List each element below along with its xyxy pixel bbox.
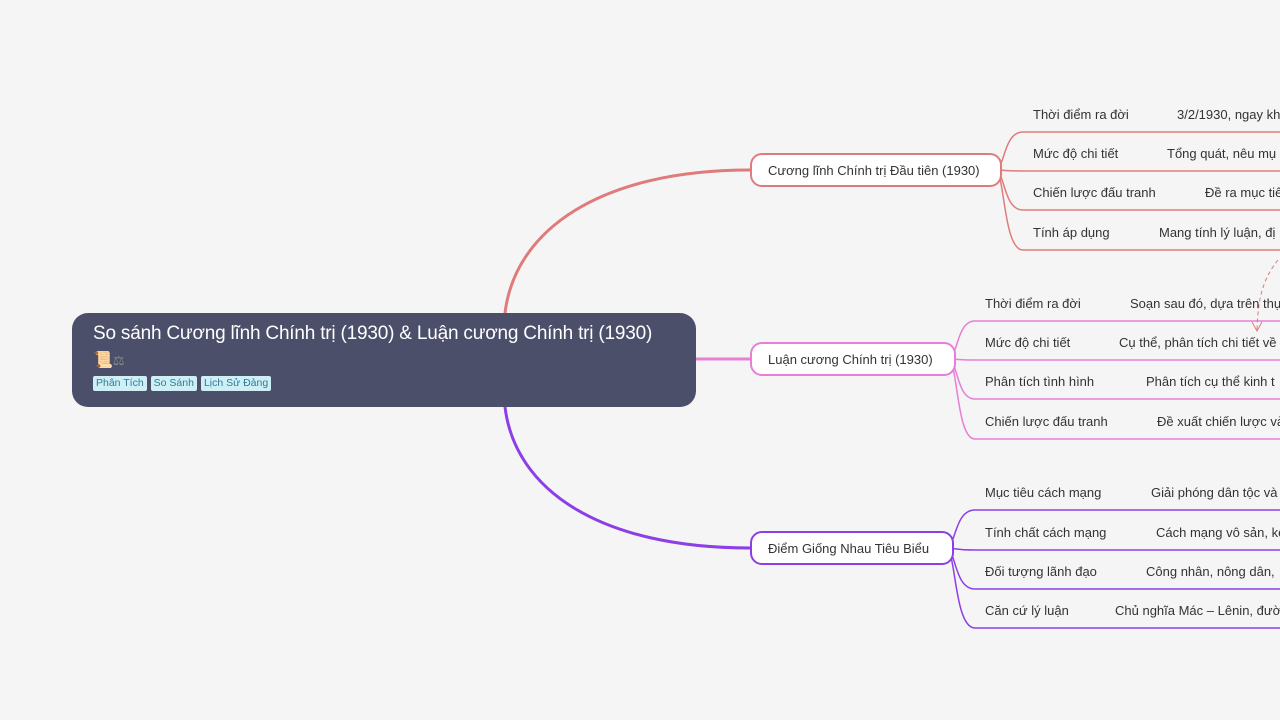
root-title: So sánh Cương lĩnh Chính trị (1930) & Lu… — [93, 323, 653, 344]
connector-leaf — [994, 169, 1280, 172]
leaf-label[interactable]: Căn cứ lý luận — [985, 603, 1069, 618]
scroll-icon: 📜 — [93, 352, 113, 369]
leaf-value[interactable]: 3/2/1930, ngay kh — [1177, 107, 1280, 122]
leaf-label[interactable]: Mục tiêu cách mạng — [985, 485, 1102, 500]
leaf-label[interactable]: Đối tượng lãnh đạo — [985, 564, 1097, 579]
connector-leaf — [947, 358, 1280, 361]
branch-label: Luận cương Chính trị (1930) — [768, 351, 933, 367]
scale-icon: ⚖ — [112, 353, 125, 368]
tag-phan-tich[interactable]: Phân Tích — [93, 376, 147, 391]
leaf-label[interactable]: Thời điểm ra đời — [985, 296, 1081, 311]
leaf-label[interactable]: Phân tích tình hình — [985, 374, 1095, 389]
leaf-value[interactable]: Mang tính lý luận, đị — [1159, 225, 1276, 240]
leaf-value[interactable]: Đề ra mục tiê — [1205, 185, 1280, 200]
tag-so-sanh[interactable]: So Sánh — [150, 376, 197, 391]
leaf-value[interactable]: Cách mạng vô sản, kế — [1156, 525, 1280, 540]
connector-root-branch-3 — [503, 406, 751, 550]
leaf-label[interactable]: Mức độ chi tiết — [985, 335, 1071, 350]
leaf-value[interactable]: Soạn sau đó, dựa trên thụ — [1130, 296, 1280, 311]
leaf-value[interactable]: Chủ nghĩa Mác – Lênin, đườ — [1115, 603, 1280, 618]
leaf-label[interactable]: Chiến lược đấu tranh — [1033, 185, 1156, 200]
leaf-label[interactable]: Tính chất cách mạng — [985, 525, 1107, 540]
branch-node-3[interactable]: Điểm Giống Nhau Tiêu Biểu — [750, 531, 954, 565]
leaf-value[interactable]: Cụ thể, phân tích chi tiết về — [1119, 335, 1277, 350]
tag-list: Phân Tích So Sánh Lịch Sử Đảng — [93, 376, 676, 391]
root-icons: 📜⚖ — [93, 350, 676, 372]
leaf-label[interactable]: Chiến lược đấu tranh — [985, 414, 1108, 429]
leaf-label[interactable]: Tính áp dụng — [1033, 225, 1110, 240]
root-topic[interactable]: So sánh Cương lĩnh Chính trị (1930) & Lu… — [72, 313, 696, 407]
connector-leaf — [945, 547, 1280, 551]
leaf-value[interactable]: Giải phóng dân tộc và — [1151, 485, 1278, 500]
relation-arrow-line — [1256, 259, 1279, 331]
tag-lich-su-dang[interactable]: Lịch Sử Đảng — [200, 376, 272, 391]
leaf-value[interactable]: Đề xuất chiến lược và — [1157, 414, 1280, 429]
leaf-value[interactable]: Tổng quát, nêu mụ — [1167, 146, 1277, 161]
leaf-value[interactable]: Phân tích cụ thể kinh t — [1146, 374, 1275, 389]
branch-label: Cương lĩnh Chính trị Đầu tiên (1930) — [768, 162, 980, 178]
leaf-label[interactable]: Thời điểm ra đời — [1033, 107, 1129, 122]
branch-node-1[interactable]: Cương lĩnh Chính trị Đầu tiên (1930) — [750, 153, 1002, 187]
relation-arrow-head — [1251, 321, 1263, 333]
connector-root-branch-1 — [503, 168, 751, 314]
branch-label: Điểm Giống Nhau Tiêu Biểu — [768, 540, 930, 556]
branch-node-2[interactable]: Luận cương Chính trị (1930) — [750, 342, 956, 376]
leaf-value[interactable]: Công nhân, nông dân, — [1146, 564, 1275, 579]
leaf-label[interactable]: Mức độ chi tiết — [1033, 146, 1119, 161]
